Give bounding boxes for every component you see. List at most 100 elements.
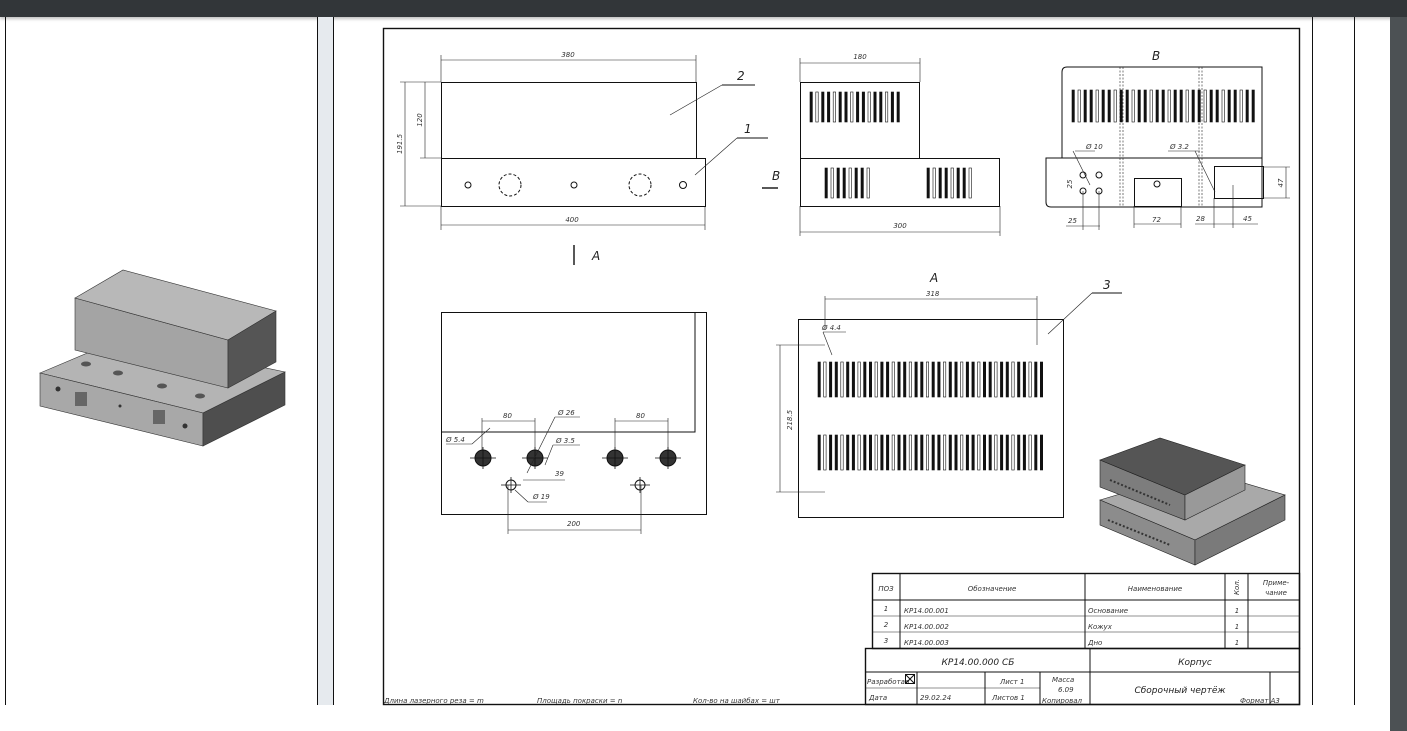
vent-slot <box>830 167 834 199</box>
panel-divider[interactable] <box>318 17 333 705</box>
vent-slot <box>1191 89 1195 123</box>
vent-slot <box>1071 89 1075 123</box>
vent-slot <box>840 361 844 398</box>
vent-slot <box>1221 89 1225 123</box>
vent-slot <box>1143 89 1147 123</box>
vent-slot <box>931 361 935 398</box>
vent-slot <box>874 361 878 398</box>
vent-slot <box>1095 89 1099 123</box>
title-block: КР14.00.000 СБ Корпус Сборочный чертёж Р… <box>864 647 1301 706</box>
specification-table: ПОЗ Обозначение Наименование Кол. Приме-… <box>871 572 1301 650</box>
vent-slot <box>815 91 819 123</box>
dimension-120: 120 <box>416 113 424 127</box>
vent-slot <box>844 91 848 123</box>
vent-slot <box>863 361 867 398</box>
vent-slot <box>1040 361 1044 398</box>
vent-slot <box>874 434 878 471</box>
vent-slot <box>1083 89 1087 123</box>
dimension-72: 72 <box>1152 216 1161 224</box>
vent-slot <box>897 434 901 471</box>
product-name: Корпус <box>1178 658 1212 668</box>
vent-slot <box>943 434 947 471</box>
vent-slot <box>938 167 942 199</box>
vent-slot <box>988 361 992 398</box>
vent-slot <box>823 434 827 471</box>
dimension-380: 380 <box>561 51 575 59</box>
label: 6.09 <box>1058 686 1074 694</box>
vent-slot <box>956 167 960 199</box>
vent-slot <box>827 91 831 123</box>
view-a: A 318 218.5 Ø 4.4 3 <box>776 271 1122 518</box>
vent-slot <box>914 434 918 471</box>
vent-slot <box>809 91 813 123</box>
header-designation: Обозначение <box>968 585 1017 593</box>
vent-slot <box>932 167 936 199</box>
dimension-25-horizontal: 25 <box>1068 217 1077 225</box>
vent-slot <box>971 434 975 471</box>
vent-slot <box>846 434 850 471</box>
view-b: B Ø 10 Ø 3.2 25 25 72 28 45 47 <box>1045 49 1290 230</box>
dimension-80-right: 80 <box>636 412 645 420</box>
header-qty: Кол. <box>1233 579 1241 595</box>
label: 2 <box>884 621 889 629</box>
label: Длина лазерного реза = m <box>383 697 484 705</box>
vent-slot <box>886 361 890 398</box>
vent-slot <box>836 167 840 199</box>
vent-slot <box>851 361 855 398</box>
label: Формат А3 <box>1240 697 1280 705</box>
vent-slot <box>891 361 895 398</box>
side-view: 180 300 <box>799 53 1001 236</box>
vent-slot <box>948 434 952 471</box>
vent-slot <box>824 167 828 199</box>
dimension-300: 300 <box>893 222 907 230</box>
vent-slot <box>954 434 958 471</box>
vent-slot <box>868 361 872 398</box>
vent-slot <box>908 434 912 471</box>
vent-slot <box>1011 361 1015 398</box>
vent-slot <box>977 361 981 398</box>
vertical-scrollbar[interactable] <box>1390 17 1407 731</box>
dimension-400: 400 <box>565 216 579 224</box>
table-row: 3 КР14.00.003 Дно 1 <box>884 637 1239 647</box>
drawing-code: КР14.00.000 СБ <box>942 658 1015 668</box>
vent-slot <box>1209 89 1213 123</box>
vent-slot <box>886 434 890 471</box>
base-top-view: 80 80 200 Ø 5.4 Ø 26 Ø 3.5 39 Ø 19 <box>441 312 707 534</box>
vent-slot <box>879 91 883 123</box>
header-note: Приме- <box>1263 579 1290 587</box>
vent-slot <box>960 361 964 398</box>
vent-slot <box>1155 89 1159 123</box>
vent-slot <box>1173 89 1177 123</box>
vent-slot <box>948 361 952 398</box>
vent-slot <box>1017 434 1021 471</box>
vent-slot <box>897 361 901 398</box>
vent-slot <box>943 361 947 398</box>
header-name: Наименование <box>1128 585 1182 593</box>
vent-slot <box>880 434 884 471</box>
label: Основание <box>1088 607 1128 615</box>
vent-slot <box>829 434 833 471</box>
vent-slot <box>857 361 861 398</box>
dimension-218-5: 218.5 <box>786 409 794 430</box>
table-row: 1 КР14.00.001 Основание 1 <box>884 605 1239 615</box>
vent-slot <box>937 361 941 398</box>
vent-slot <box>867 91 871 123</box>
drawing-footer: Длина лазерного реза = m Площадь покраск… <box>383 697 1280 705</box>
vent-slot <box>1233 89 1237 123</box>
viewer-toolbar <box>0 0 1407 17</box>
vent-slot <box>1167 89 1171 123</box>
dimension-d3-5: Ø 3.5 <box>555 437 575 445</box>
label: Лист 1 <box>999 678 1024 686</box>
vent-slot <box>1125 89 1129 123</box>
vent-slot <box>817 434 821 471</box>
label: Кожух <box>1088 623 1113 631</box>
dimension-80-left: 80 <box>503 412 512 420</box>
vent-slot <box>925 434 929 471</box>
dimension-d3-2: Ø 3.2 <box>1169 143 1189 151</box>
vent-slot <box>1089 89 1093 123</box>
thumbnail-3d-model[interactable] <box>39 269 286 447</box>
view-label-b: B <box>1152 49 1160 63</box>
vent-slot <box>903 434 907 471</box>
vent-slot <box>838 91 842 123</box>
dimension-47: 47 <box>1277 178 1285 187</box>
